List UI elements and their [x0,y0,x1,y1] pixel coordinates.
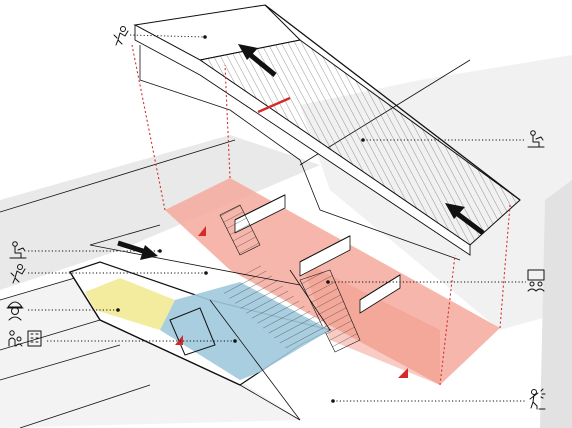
upper-stair-rail [264,4,521,201]
worker-helmet-icon [6,301,24,321]
pink-zone [131,44,511,386]
step-riser [299,235,351,277]
screen-with-people-icon [527,269,545,292]
red-pointer [175,335,183,345]
arrow-right-left-level [117,240,158,260]
upper-stair-support-foot2 [319,209,461,261]
person-sitting-reading-icon [9,241,27,259]
inner-stair [219,204,261,256]
leader-dot [203,35,207,39]
red-projection-line [224,64,231,179]
people-and-building-icon [8,330,42,347]
leader-lines [28,34,526,403]
blue-stair [220,265,330,352]
red-pointer [398,368,408,378]
lower-level [0,224,332,428]
lower-edge [99,319,241,386]
upper-stair-support-foot [299,159,321,211]
lower-edge-extension [239,384,301,421]
right-edge-wall [540,180,572,428]
person-waving-icon [529,388,546,410]
arrow-up-left-top [238,44,277,77]
step-riser [359,274,401,314]
person-waving-icon [113,26,129,46]
red-pointer [198,226,206,236]
leader-dot [116,308,120,312]
lower-edge [69,271,101,321]
leader-line [129,34,206,38]
lower-diagonal [289,269,331,331]
red-projection-line [439,254,456,386]
slab-line [89,244,301,286]
direction-arrows [117,44,485,378]
leader-dot [233,339,237,343]
leader-dot [331,399,335,403]
ground-edge-line-lower [0,274,86,301]
upper-stair-support-base2 [229,109,301,161]
leader-dot [326,280,330,284]
ground-edge-line-left [0,139,236,213]
person-sitting-reading-icon [527,130,545,148]
upper-stair-side [134,24,471,256]
red-projection-line [131,44,166,211]
ground-plane-bottom [0,275,300,428]
floor-line [19,384,151,428]
lower-diagonal [209,299,301,421]
leader-dot [204,271,208,275]
leader-dot [158,249,162,253]
slab-line [89,224,161,246]
red-marker-bar [257,96,291,114]
arrow-up-left-right [445,203,485,235]
upper-stair [133,4,521,261]
upper-stair-support-base [139,79,231,111]
blue-zone [160,282,330,380]
leader-dot [361,138,365,142]
yellow-zone [85,278,175,330]
person-waving-icon [10,264,26,284]
floor-line [0,344,121,381]
